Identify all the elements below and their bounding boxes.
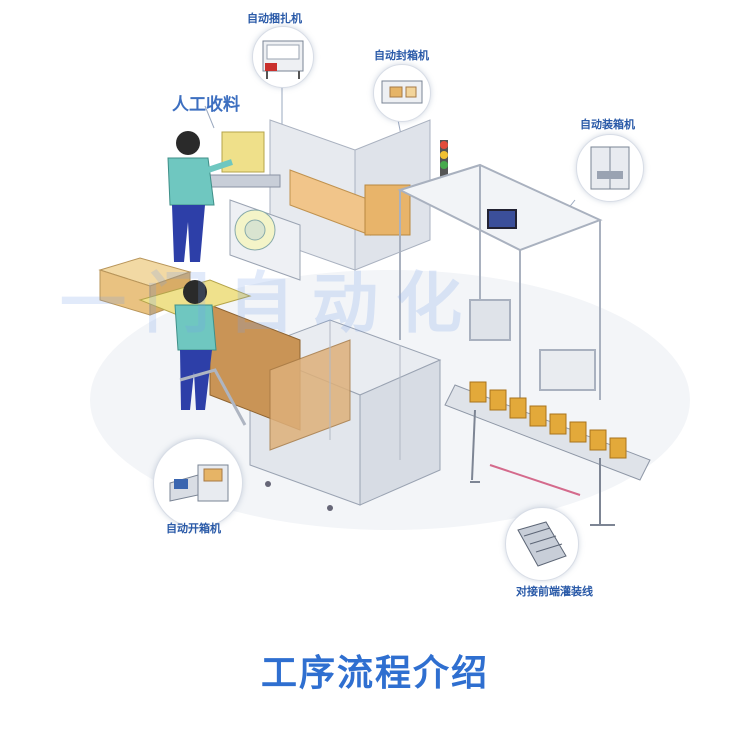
production-line-illustration <box>90 80 690 530</box>
callout-sealing: 自动封箱机 <box>374 49 429 62</box>
packing-machine-icon <box>590 146 630 190</box>
watermark: 一门自动化 <box>60 265 480 342</box>
strapping-machine <box>209 131 301 281</box>
sealing-machine-icon <box>381 80 423 104</box>
page-title: 工序流程介绍 <box>260 653 489 694</box>
worker-top <box>167 131 233 262</box>
callout-erecting: 自动开箱机 <box>166 522 221 535</box>
thumb-erecting <box>153 438 243 528</box>
erecting-machine <box>209 304 442 511</box>
thumb-packing <box>576 134 644 202</box>
thumb-sealing <box>373 64 431 122</box>
callout-strapping: 自动捆扎机 <box>247 12 302 25</box>
manual-receiving-label: 人工收料 <box>172 95 240 115</box>
callout-packing: 自动装箱机 <box>580 118 635 131</box>
packing-machine <box>397 163 603 420</box>
thumb-strapping <box>252 26 314 88</box>
filling-conveyor <box>444 381 651 526</box>
worker-bottom <box>174 280 247 426</box>
thumb-filling-line <box>505 507 579 581</box>
callout-filling-line: 对接前端灌装线 <box>516 585 593 598</box>
conveyor-icon <box>517 521 567 567</box>
erecting-machine-icon <box>169 464 229 502</box>
strapping-machine-icon <box>262 40 304 79</box>
